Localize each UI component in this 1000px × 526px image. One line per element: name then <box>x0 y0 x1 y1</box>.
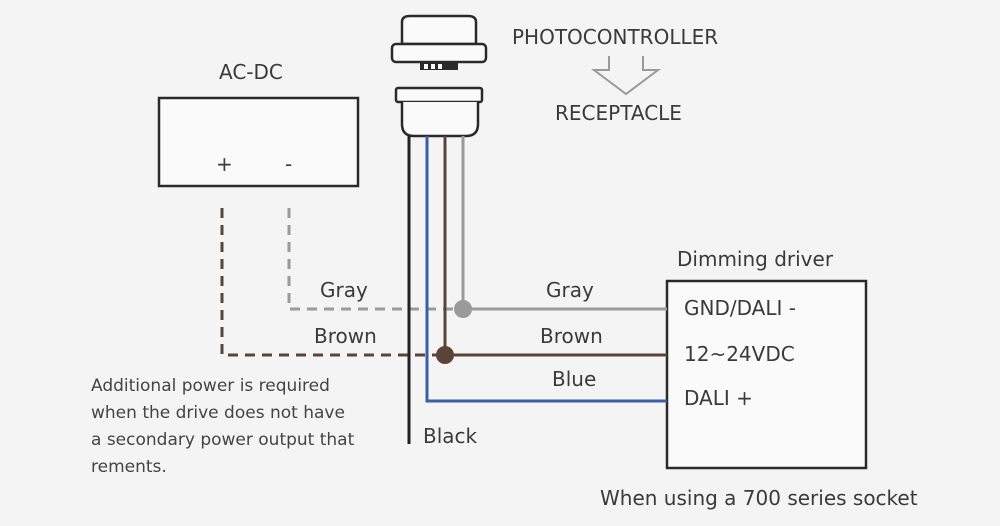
dimming-driver-label: Dimming driver <box>677 247 834 271</box>
dali-plus-terminal: DALI + <box>684 386 753 410</box>
gnd-dali-terminal: GND/DALI - <box>684 296 796 320</box>
acdc-plus-terminal: + <box>216 152 233 176</box>
acdc-minus-terminal: - <box>285 152 293 176</box>
acdc-label: AC-DC <box>219 60 283 84</box>
dimming-driver-box <box>665 279 868 470</box>
note-line: a secondary power output that <box>91 430 355 450</box>
brown-wire <box>443 136 667 357</box>
dashed-gray-wire <box>287 208 463 311</box>
brown-label-left: Brown <box>314 324 377 348</box>
photocontroller-label: PHOTOCONTROLLER <box>512 25 719 49</box>
receptacle-icon <box>394 86 484 138</box>
receptacle-label: RECEPTACLE <box>555 101 682 125</box>
photocontroller-icon <box>390 14 488 70</box>
vdc-terminal: 12~24VDC <box>684 342 795 366</box>
acdc-box <box>157 96 360 188</box>
gray-junction-dot <box>454 300 472 318</box>
footer-caption: When using a 700 series socket <box>600 486 918 510</box>
down-arrow-icon <box>591 56 661 96</box>
gray-label-left: Gray <box>320 278 368 302</box>
black-label: Black <box>423 424 478 448</box>
note-line: when the drive does not have <box>91 403 345 423</box>
brown-label-right: Brown <box>540 324 603 348</box>
brown-junction-dot <box>436 346 454 364</box>
blue-label: Blue <box>552 367 597 391</box>
note-line: Additional power is required <box>91 376 330 396</box>
dashed-brown-wire <box>220 208 445 357</box>
blue-wire <box>425 136 667 403</box>
note-line: rements. <box>91 457 167 477</box>
gray-label-right: Gray <box>546 278 594 302</box>
power-note: Additional power is required when the dr… <box>91 373 354 481</box>
